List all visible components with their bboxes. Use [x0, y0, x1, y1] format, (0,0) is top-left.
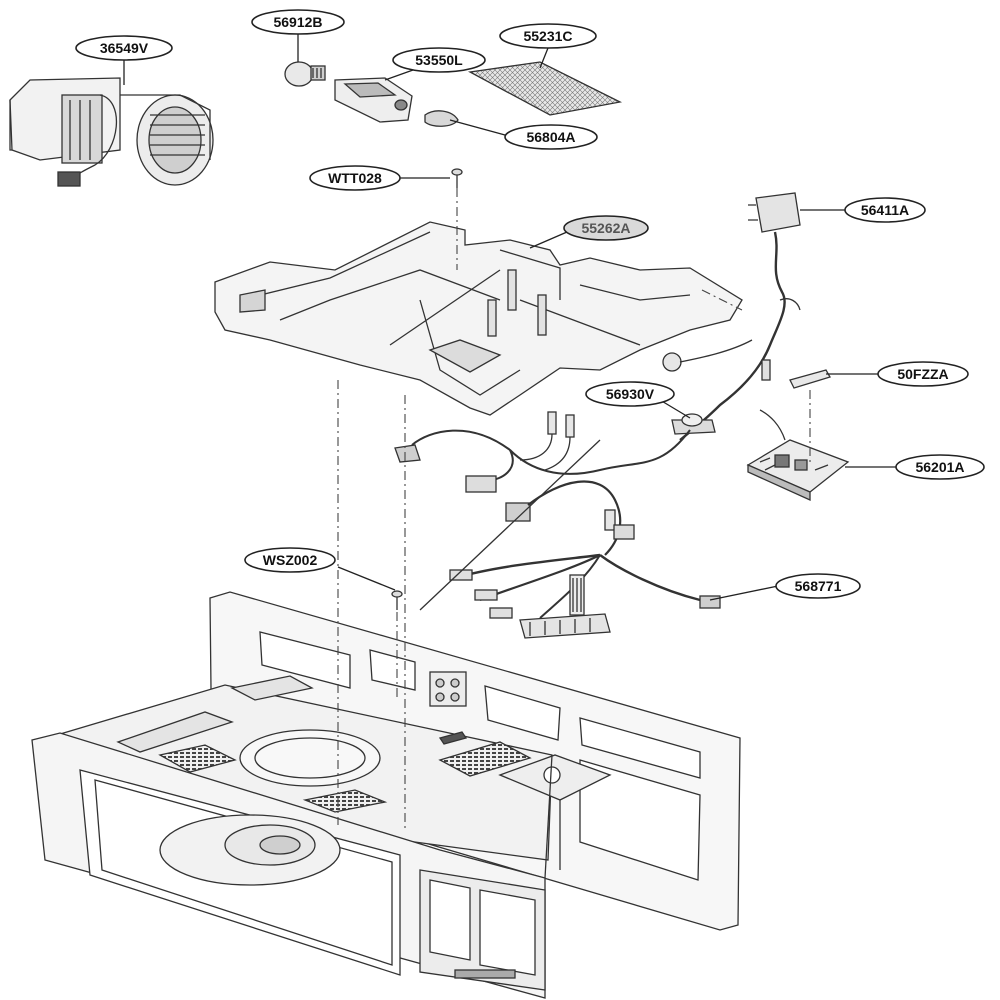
alignment-lines [337, 188, 811, 830]
wire-harness-part[interactable] [394, 411, 721, 639]
fuse-part[interactable] [789, 369, 831, 389]
thermostat-part[interactable] [671, 413, 716, 435]
oven-cavity-chassis-part [31, 591, 741, 999]
label-wsz002[interactable]: WSZ002 [244, 547, 336, 573]
label-55231c-text: 55231C [523, 28, 572, 44]
label-56912b-text: 56912B [273, 14, 322, 30]
label-50fzza-text: 50FZZA [897, 366, 948, 382]
lamp-bulb-part[interactable] [284, 61, 326, 87]
label-56411a-text: 56411A [861, 202, 909, 218]
blower-motor-part[interactable] [9, 77, 214, 187]
label-56411a[interactable]: 56411A [844, 197, 926, 223]
label-53550l[interactable]: 53550L [392, 47, 486, 73]
label-568771-text: 568771 [795, 578, 842, 594]
label-wtt028-text: WTT028 [328, 170, 382, 186]
lamp-holder-part[interactable] [424, 110, 459, 127]
label-56201a-text: 56201A [915, 459, 964, 475]
label-wsz002-text: WSZ002 [263, 552, 318, 568]
screw-wtt028-part[interactable] [451, 168, 463, 188]
circuit-board-part[interactable] [746, 409, 850, 502]
screw-wsz002-part[interactable] [391, 590, 403, 610]
base-plate-part[interactable] [214, 221, 743, 416]
label-568771[interactable]: 568771 [775, 573, 861, 599]
grease-filter-part[interactable] [467, 61, 623, 116]
power-cord-part[interactable] [662, 192, 801, 441]
label-36549v-text: 36549V [100, 40, 149, 56]
label-50fzza[interactable]: 50FZZA [877, 361, 969, 387]
label-55231c[interactable]: 55231C [499, 23, 597, 49]
label-55262a[interactable]: 55262A [563, 215, 649, 241]
label-56912b[interactable]: 56912B [251, 9, 345, 35]
leader-lines [123, 34, 897, 601]
label-56930v-text: 56930V [606, 386, 655, 402]
label-55262a-text: 55262A [581, 220, 630, 236]
label-wtt028[interactable]: WTT028 [309, 165, 401, 191]
label-56930v[interactable]: 56930V [585, 381, 675, 407]
label-56804a[interactable]: 56804A [504, 124, 598, 150]
lamp-socket-part[interactable] [334, 77, 413, 123]
label-53550l-text: 53550L [415, 52, 463, 68]
label-56804a-text: 56804A [526, 129, 575, 145]
label-36549v[interactable]: 36549V [75, 35, 173, 61]
label-56201a[interactable]: 56201A [895, 454, 985, 480]
